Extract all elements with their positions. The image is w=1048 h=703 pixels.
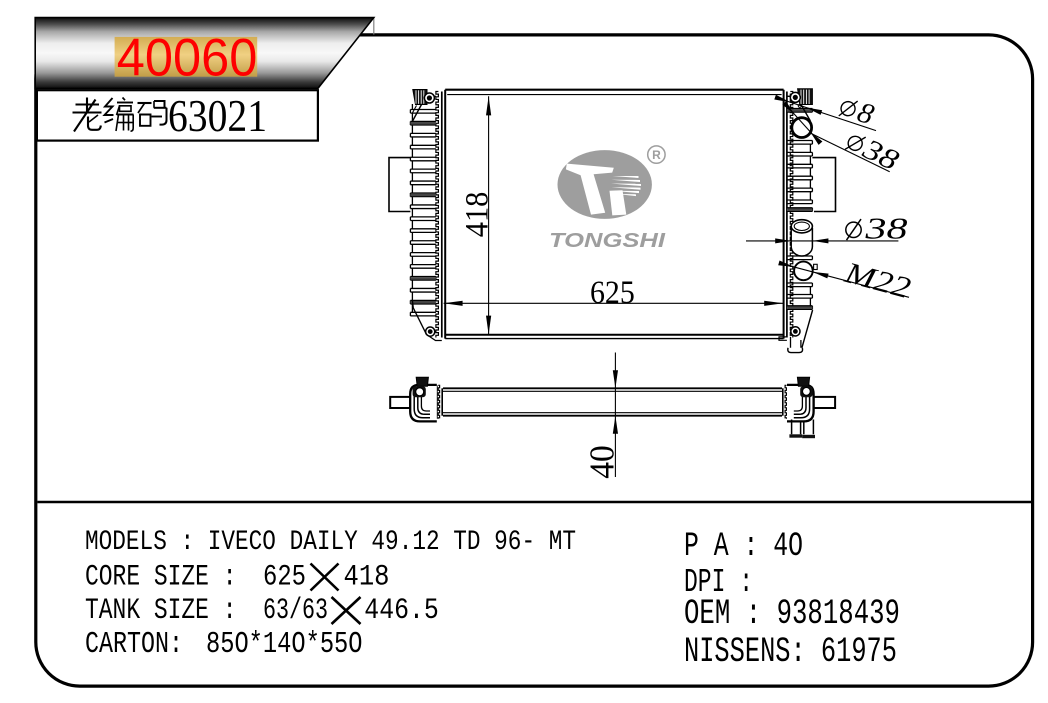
svg-text:40: 40	[583, 445, 622, 479]
svg-text:TANK SIZE :: TANK SIZE :	[85, 594, 237, 628]
svg-text:DPI :: DPI :	[684, 564, 753, 601]
svg-text:TONGSHI: TONGSHI	[549, 230, 666, 252]
svg-text:OEM : 93818439: OEM : 93818439	[684, 594, 900, 634]
svg-text:R: R	[652, 148, 661, 162]
svg-text:CARTON:: CARTON:	[85, 627, 183, 662]
svg-text:40060: 40060	[117, 28, 257, 87]
svg-text:625: 625	[590, 275, 635, 311]
svg-text:MODELS : IVECO DAILY 49.12 TD: MODELS : IVECO DAILY 49.12 TD 96- MT	[85, 527, 576, 558]
svg-text:NISSENS: 61975: NISSENS: 61975	[684, 632, 897, 672]
svg-text:418: 418	[344, 561, 390, 595]
svg-text:418: 418	[459, 192, 495, 238]
svg-text:625: 625	[263, 561, 306, 595]
svg-text:CORE SIZE :: CORE SIZE :	[85, 561, 237, 595]
svg-text:38: 38	[864, 211, 908, 246]
svg-text:63/63: 63/63	[263, 594, 328, 628]
svg-text:P A : 4O: P A : 4O	[684, 528, 803, 566]
svg-text:85O*14O*55O: 85O*14O*55O	[206, 627, 363, 662]
svg-text:63021: 63021	[168, 91, 267, 141]
svg-text:446.5: 446.5	[364, 594, 439, 628]
